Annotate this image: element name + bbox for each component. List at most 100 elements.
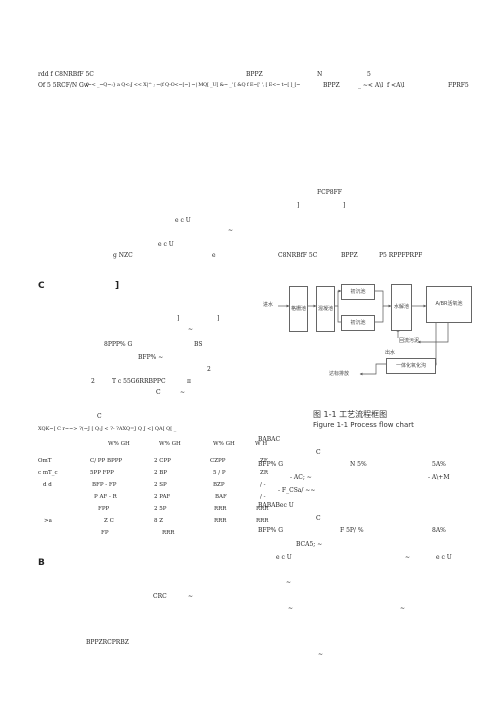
flow-node-inlet: 进水 — [258, 298, 278, 312]
flow-node-aerobic: A/BR活氧池 — [426, 286, 472, 323]
flow-label-outlet: 出水 — [384, 349, 395, 356]
body-text: ~ — [318, 651, 324, 658]
table-subheader: W% GH — [213, 441, 235, 447]
table-cell: CZPP — [210, 458, 226, 464]
flow-node-sed1: 初沉池 — [341, 284, 375, 300]
table-cell: 2 PAF — [154, 494, 171, 500]
body-text: ~ — [288, 605, 294, 612]
header-text: f <A\l — [387, 82, 405, 89]
flow-label-effluent: 达标排放 — [328, 370, 349, 377]
body-text: - AC; ~ — [290, 474, 312, 481]
table-row: d d BFP - FP 2 SP BZP / - — [38, 482, 278, 492]
table-cell: 8 Z — [154, 518, 164, 524]
body-text: CRC — [153, 593, 167, 600]
table-cell: FPP — [98, 506, 110, 512]
table-cell: 2 5P — [154, 506, 167, 512]
flow-node-coag: 混凝池 — [316, 286, 335, 332]
table-row: >a Z C 8 Z RRR RRR — [38, 518, 278, 528]
body-text: ~ — [228, 227, 234, 234]
section-heading: C — [38, 281, 45, 291]
table-cell: P AF - R — [94, 494, 117, 500]
body-text: 2 — [207, 366, 211, 373]
body-text: - A\+M — [428, 474, 450, 481]
flow-node-intermediate: 水解池 — [391, 284, 412, 331]
header-text: _ ~< A\l — [358, 82, 384, 89]
table-row: P AF - R 2 PAF BAF / - — [38, 494, 278, 504]
table-subheader: W% GH — [159, 441, 181, 447]
body-text: 8PPP% G — [104, 341, 133, 348]
header-text: BPPZ — [323, 82, 340, 89]
table-cell: 5PP FPP — [90, 470, 114, 476]
table-cell: >a — [44, 518, 52, 524]
table-cell: c mT_c — [38, 470, 58, 476]
body-text: C — [316, 515, 321, 522]
body-text: BPPZRCPRBZ — [86, 639, 129, 646]
body-text: P5 RPPFPRPF — [379, 252, 423, 259]
table-cell: / - — [260, 482, 266, 488]
body-text: ] — [177, 315, 180, 322]
body-text: C — [156, 389, 161, 396]
body-text: e c U — [175, 217, 191, 224]
body-text: C8NRBfF 5C — [278, 252, 318, 259]
table-cell: 2 BP — [154, 470, 167, 476]
table-row: FP RRR — [38, 530, 278, 540]
body-text: 2 — [91, 378, 95, 385]
flow-arrows — [278, 289, 449, 376]
flow-node-sed2: 初沉池 — [341, 315, 375, 331]
body-text: N 5% — [350, 461, 367, 468]
table-cell: RRR — [214, 506, 227, 512]
body-text: - F_CSa/ ~~ — [278, 487, 316, 494]
table-subheader: W H — [255, 441, 268, 447]
table-cell: FP — [101, 530, 109, 536]
header-text: rdd f C8NRBfF 5C — [38, 71, 94, 78]
body-text: ] — [297, 202, 300, 209]
header-text: Of 5 5RCF/N Gw — [38, 82, 89, 89]
section-heading: ] — [115, 281, 120, 291]
header-text: f~< _~Q~:} a Q<:J << X|^ ; ~(f Q-O<~[~] … — [86, 82, 301, 88]
body-text: T c 55G6RRBPPC — [112, 378, 166, 385]
body-text: 8A% — [432, 527, 446, 534]
figure-caption-cn: 图 1-1 工艺流程框图 — [313, 410, 388, 419]
body-text: ~ — [405, 554, 411, 561]
table-cell: BZP — [213, 482, 225, 488]
body-text: BABAC — [258, 436, 281, 443]
header-text: N — [317, 71, 323, 78]
body-text: BPPZ — [341, 252, 358, 259]
body-text: ] — [343, 202, 346, 209]
body-text: BFP% ~ — [138, 354, 164, 361]
flow-node-grid: 格栅池 — [289, 286, 308, 332]
section-heading: B — [38, 558, 45, 568]
body-text: e c U — [158, 241, 174, 248]
body-text: BABABec U — [258, 502, 294, 509]
process-flow-diagram: 进水 格栅池 混凝池 初沉池 初沉池 水解池 A/BR活氧池 回流污泥 出水 一… — [258, 276, 474, 396]
body-text: e c U — [436, 554, 452, 561]
body-text: e — [212, 252, 216, 259]
body-text: ] — [217, 315, 220, 322]
table-cell: / - — [260, 494, 266, 500]
table-row: c mT_c 5PP FPP 2 BP 5 / P ZR — [38, 470, 278, 480]
header-text: FPRF5 — [448, 82, 469, 89]
table-cell: RRR — [162, 530, 175, 536]
body-text: g NZC — [113, 252, 133, 259]
table-label: C — [97, 413, 102, 420]
body-text: ~ — [400, 605, 406, 612]
table-cell: ZR — [260, 470, 268, 476]
table-cell: 2 CPP — [154, 458, 171, 464]
table-cell: RRR — [256, 518, 269, 524]
table-cell: Z C — [104, 518, 114, 524]
data-table: XQK~[ C r~~> ?(~J [ Q:J < ?- ?AXQ=J Q J … — [38, 426, 278, 536]
body-text: BFP% G — [258, 527, 284, 534]
table-row: OmT C/ PP BPPP 2 CPP CZPP ZF — [38, 458, 278, 468]
figure-caption-en: Figure 1-1 Process flow chart — [313, 421, 414, 429]
body-text: π — [187, 378, 191, 385]
table-cell: BAF — [215, 494, 227, 500]
header-text: 5 — [367, 71, 371, 78]
body-text: BCA5; ~ — [296, 541, 323, 548]
body-text: 5A% — [432, 461, 446, 468]
table-cell: RRR — [256, 506, 269, 512]
body-text: FCP8FF — [317, 189, 342, 196]
body-text: F 5P/ % — [340, 527, 364, 534]
flow-node-treat: 一体化氧化沟 — [386, 358, 436, 374]
body-text: BFP% G — [258, 461, 284, 468]
body-text: C — [316, 449, 321, 456]
